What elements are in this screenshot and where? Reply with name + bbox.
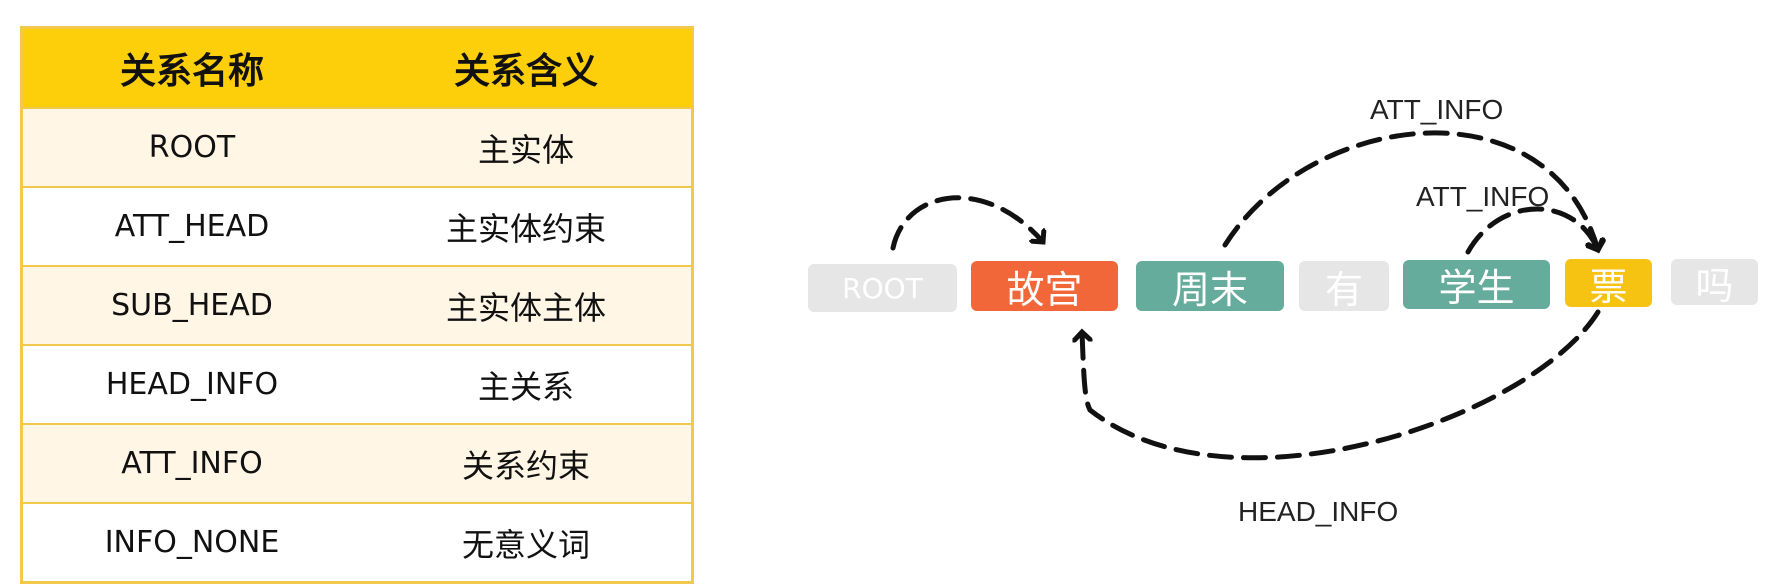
relation-meaning-cell: 主实体约束: [361, 186, 693, 266]
relation-meaning-cell: 主实体: [361, 107, 693, 187]
relation-name-cell: ATT_HEAD: [21, 186, 361, 266]
arc-root-to-gugong: [890, 195, 1043, 251]
arc-label-att-info-inner: ATT_INFO: [1416, 181, 1550, 212]
arc-piao-to-gugong: [1082, 309, 1601, 461]
relation-name-cell: HEAD_INFO: [21, 344, 361, 424]
token-you: 有: [1299, 261, 1389, 312]
token-label: 有: [1324, 267, 1363, 312]
relation-table: 关系名称 关系含义 ROOT 主实体 ATT_HEAD 主实体约束 SUB_HE…: [20, 26, 694, 584]
column-header-relation-meaning: 关系含义: [361, 26, 693, 108]
relation-name-cell: INFO_NONE: [21, 502, 361, 583]
relation-meaning-cell: 无意义词: [361, 502, 693, 583]
token-label: 故宫: [1006, 267, 1083, 312]
table-row: INFO_NONE 无意义词: [21, 502, 693, 583]
token-label: ROOT: [842, 271, 923, 305]
token-label: 票: [1589, 264, 1628, 309]
relation-name-cell: ROOT: [21, 107, 361, 187]
token-piao: 票: [1565, 259, 1652, 309]
token-label: 吗: [1695, 263, 1734, 308]
arc-zhoumo-to-piao: [1222, 130, 1598, 250]
relation-meaning-cell: 关系约束: [361, 423, 693, 503]
token-label: 周末: [1171, 267, 1248, 312]
arc-xuesheng-to-piao: [1465, 206, 1598, 255]
table-header-row: 关系名称 关系含义: [21, 26, 693, 108]
relation-name-cell: ATT_INFO: [21, 423, 361, 503]
token-gugong: 故宫: [971, 261, 1118, 312]
table-row: ROOT 主实体: [21, 107, 693, 187]
relation-meaning-cell: 主关系: [361, 344, 693, 424]
table-row: ATT_INFO 关系约束: [21, 423, 693, 503]
column-header-relation-name: 关系名称: [21, 26, 361, 108]
token-root: ROOT: [808, 264, 957, 312]
relation-name-cell: SUB_HEAD: [21, 265, 361, 345]
token-ma: 吗: [1671, 259, 1758, 308]
table-row: SUB_HEAD 主实体主体: [21, 265, 693, 345]
token-zhoumo: 周末: [1136, 261, 1284, 312]
token-label: 学生: [1438, 266, 1515, 310]
table-row: ATT_HEAD 主实体约束: [21, 186, 693, 266]
arc-label-att-info-outer: ATT_INFO: [1370, 94, 1504, 125]
arc-label-head-info: HEAD_INFO: [1238, 496, 1399, 527]
table-row: HEAD_INFO 主关系: [21, 344, 693, 424]
token-xuesheng: 学生: [1403, 260, 1550, 310]
relation-meaning-cell: 主实体主体: [361, 265, 693, 345]
